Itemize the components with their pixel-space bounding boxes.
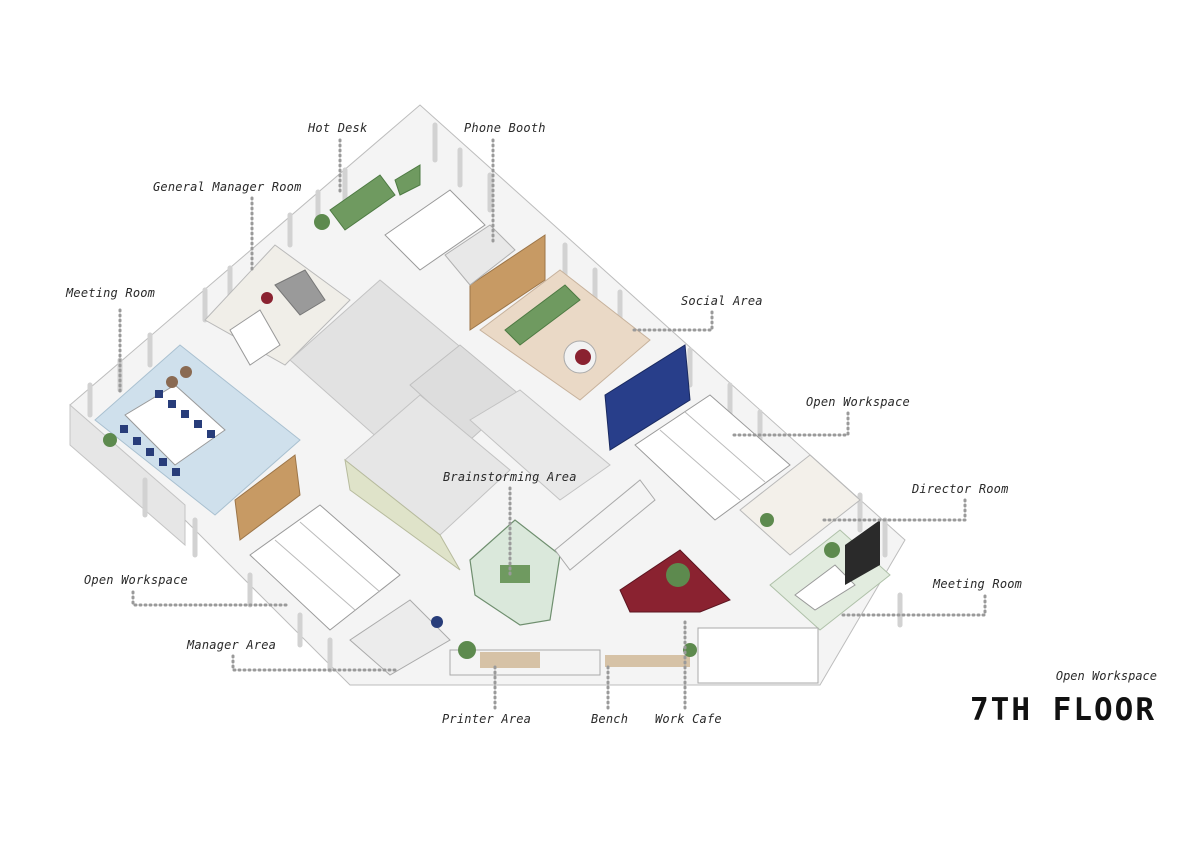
leader-manager-area bbox=[231, 654, 397, 672]
label-open-workspace-right: Open Workspace bbox=[806, 395, 910, 409]
label-bench: Bench bbox=[591, 712, 629, 726]
wood-storage-left bbox=[234, 454, 301, 541]
pantry-counter bbox=[554, 479, 656, 571]
leader-lines bbox=[118, 138, 987, 710]
leader-meeting-right bbox=[838, 594, 987, 617]
open-workspace-left bbox=[249, 504, 401, 631]
meeting-room-left bbox=[94, 344, 301, 516]
label-printer-area: Printer Area bbox=[442, 712, 532, 726]
central-core bbox=[289, 279, 611, 571]
floor-subtitle: Open Workspace bbox=[1055, 669, 1157, 683]
general-manager-room bbox=[204, 244, 351, 366]
meeting-chairs-left bbox=[120, 390, 215, 476]
social-area bbox=[479, 269, 651, 401]
label-brainstorming-area: Brainstorming Area bbox=[443, 470, 577, 484]
manager-area bbox=[349, 599, 451, 676]
meeting-room-right bbox=[769, 520, 891, 631]
work-cafe bbox=[619, 549, 819, 684]
leader-open-workspace-right bbox=[728, 411, 850, 437]
label-director-room: Director Room bbox=[912, 482, 1009, 496]
label-meeting-room-left: Meeting Room bbox=[66, 286, 156, 300]
leader-social-area bbox=[628, 310, 714, 332]
floor-title: 7TH FLOOR bbox=[970, 692, 1156, 728]
label-phone-booth: Phone Booth bbox=[464, 121, 546, 135]
leader-open-workspace-left bbox=[131, 590, 292, 607]
printer-bench-strip bbox=[449, 641, 697, 676]
open-workspace-right bbox=[634, 394, 791, 521]
director-room bbox=[739, 454, 861, 556]
phone-booth bbox=[444, 224, 546, 331]
hot-desk-area bbox=[314, 164, 486, 271]
label-general-manager-room: General Manager Room bbox=[153, 180, 302, 194]
label-hot-desk: Hot Desk bbox=[308, 121, 368, 135]
label-open-workspace-left: Open Workspace bbox=[84, 573, 188, 587]
brainstorming-room bbox=[469, 519, 561, 626]
label-work-cafe: Work Cafe bbox=[655, 712, 722, 726]
label-manager-area: Manager Area bbox=[187, 638, 277, 652]
blue-lockers bbox=[604, 344, 691, 451]
label-social-area: Social Area bbox=[681, 294, 763, 308]
leader-director-room bbox=[818, 498, 967, 522]
label-meeting-room-right: Meeting Room bbox=[933, 577, 1023, 591]
